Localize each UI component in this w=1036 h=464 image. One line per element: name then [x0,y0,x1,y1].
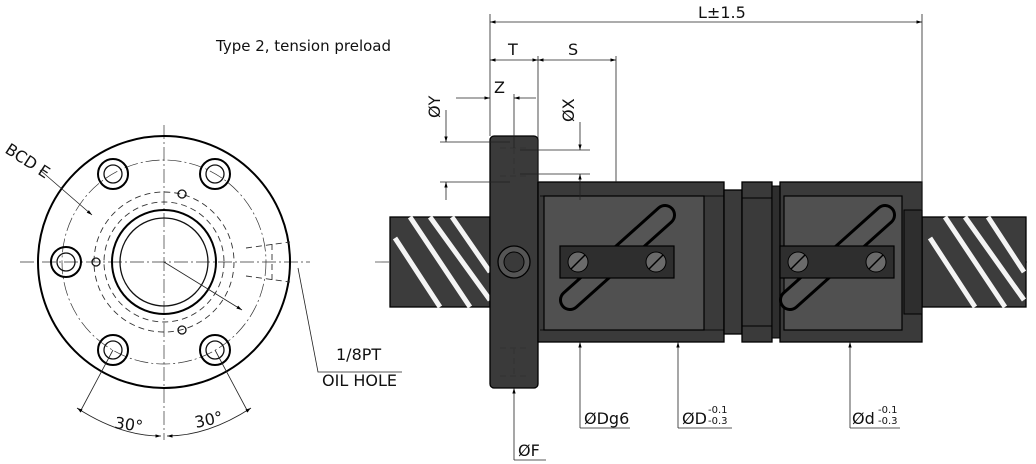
screw-shaft-left [389,215,493,309]
nut-body-2 [779,181,923,343]
d-shaft-tol-upper: -0.1 [878,405,898,416]
angle-arc-right [166,407,252,438]
bolt-hole-left [50,246,82,278]
angle-left-label: 30° [113,413,144,436]
pin-hole-bottom [177,325,187,335]
screw-shaft-right [921,215,1027,309]
bolt-hole-bottom-left [97,334,129,366]
side-view: L±1.5 T S Z ØY ØX ØF ØDg6 [375,3,1030,461]
shaft-root-circle [119,217,209,307]
nut-flange [489,135,539,389]
spacer-ring [723,181,781,343]
s-label: S [568,40,578,59]
bolt-hole-top-right [199,158,231,190]
d-outer-tol-upper: -0.1 [708,405,728,416]
front-view: BCD E 1/8PT OIL HOLE 30° 30° [2,125,402,440]
f-dia-label: ØF [518,441,540,460]
bolt-circle [61,159,267,365]
oil-hole-leader [297,267,402,373]
angle-arc-left [76,407,162,438]
y-dia-label: ØY [425,95,444,118]
drawing-caption: Type 2, tension preload [215,37,391,55]
length-label: L±1.5 [698,3,746,22]
d-outer-tol-lower: -0.3 [708,416,728,427]
oil-hole-label: OIL HOLE [322,371,397,390]
pin-hole-left [91,257,101,267]
flange-outer-circle [37,135,291,389]
angle-extension-right [214,349,249,413]
nut-body-hidden-circle [93,191,235,333]
d-shaft-label: Ød [852,409,875,428]
bcd-label: BCD E [2,139,54,182]
pin-hole-top [177,189,187,199]
shaft-outer-circle [111,209,217,315]
oil-hole-size: 1/8PT [336,345,381,364]
z-label: Z [494,78,505,97]
nut-inner-hidden-circle [103,201,225,323]
t-label: T [507,40,518,59]
bolt-hole-top-left [97,158,129,190]
angle-extension-left [79,349,114,413]
bcd-leader [39,169,93,216]
d-shaft-tol-lower: -0.3 [878,416,898,427]
bolt-hole-bottom-right [199,334,231,366]
d-outer-label: ØD [682,409,707,428]
bore-radius-leader [163,261,243,311]
dg6-label: ØDg6 [584,409,629,428]
oil-hole-hidden-lines [245,241,291,283]
nut-body-1 [537,181,725,343]
angle-right-label: 30° [193,407,225,431]
x-dia-label: ØX [559,98,578,122]
